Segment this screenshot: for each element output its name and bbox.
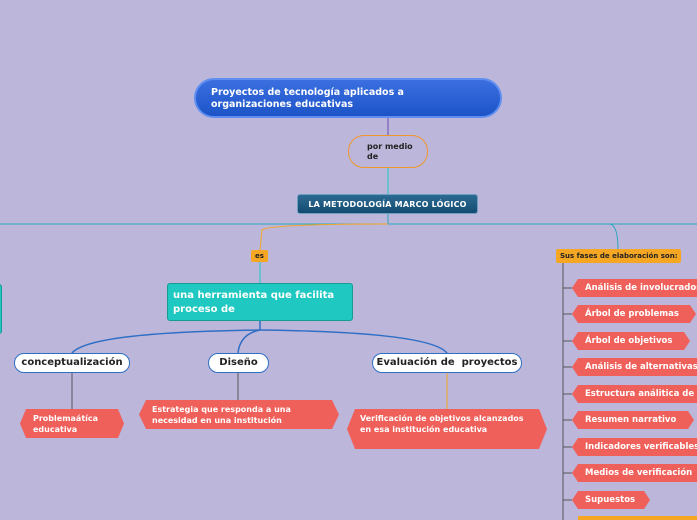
method-node[interactable]: LA METODOLOGÍA MARCO LÓGICO [297, 194, 478, 214]
process-diseno[interactable]: Diseño [208, 353, 269, 373]
phase-label: Árbol de objetivos [585, 336, 673, 346]
es-label: es [255, 252, 264, 260]
phase-label: Árbol de problemas [585, 309, 679, 319]
phase-shape [572, 491, 650, 509]
phase-shape [572, 305, 696, 323]
phases-header: Sus fases de elaboración son: [560, 252, 678, 260]
process-label: Evaluación de proyectos [376, 357, 518, 368]
phase-label: Resumen narrativo [585, 415, 677, 425]
phase-label: Análisis de involucrados [585, 283, 697, 293]
detail-label: Verificación de objetivos alcanzados en … [360, 414, 524, 434]
phase-shape [572, 411, 694, 429]
phase-shape [572, 464, 697, 482]
phase-8[interactable]: Supuestos [572, 491, 650, 509]
phase-shape [572, 438, 697, 456]
detail-estrategia[interactable]: Estrategia que responda a una necesidad … [139, 400, 339, 429]
phase-label: Estructura análitica de [585, 389, 695, 399]
process-label: Diseño [219, 357, 258, 368]
phase-2[interactable]: Árbol de objetivos [572, 332, 690, 350]
phase-0[interactable]: Análisis de involucrados [572, 279, 697, 297]
method-label: LA METODOLOGÍA MARCO LÓGICO [308, 200, 467, 209]
phase-7[interactable]: Medios de verificación [572, 464, 697, 482]
phase-shape [572, 332, 690, 350]
phase-partial [578, 516, 697, 520]
detail-label: Estrategia que responda a una necesidad … [152, 405, 291, 425]
phase-label: Análisis de alternativas [585, 362, 697, 372]
phase-6[interactable]: Indicadores verificables [572, 438, 697, 456]
phase-shape [572, 279, 697, 297]
phases-header-node[interactable]: Sus fases de elaboración son: [556, 249, 681, 263]
phase-label: Indicadores verificables [585, 442, 697, 452]
root-title: Proyectos de tecnología aplicados a orga… [211, 87, 404, 110]
phase-shape [572, 358, 697, 376]
process-conceptualizacion[interactable]: conceptualización [14, 353, 130, 373]
phase-label: Supuestos [585, 495, 636, 505]
detail-label: Problemaátíca educativa [33, 414, 99, 434]
definition-node[interactable]: una herramienta que facilita proceso de [167, 283, 353, 321]
root-topic[interactable]: Proyectos de tecnología aplicados a orga… [194, 78, 502, 118]
detail-verificacion[interactable]: Verificación de objetivos alcanzados en … [347, 409, 547, 449]
connector-label: por medio de [367, 142, 413, 161]
definition-label: una herramienta que facilita proceso de [173, 290, 335, 315]
detail-shape [20, 409, 124, 438]
phase-1[interactable]: Árbol de problemas [572, 305, 696, 323]
detail-shape [139, 400, 339, 429]
phase-label: Medios de verificación [585, 468, 693, 478]
detail-shape [347, 409, 547, 449]
es-label-node[interactable]: es [251, 250, 268, 262]
phase-4[interactable]: Estructura análitica de [572, 385, 697, 403]
offscreen-node[interactable] [0, 284, 2, 334]
connector-node[interactable]: por medio de [348, 135, 428, 168]
process-evaluacion[interactable]: Evaluación de proyectos [372, 353, 522, 373]
detail-problematica[interactable]: Problemaátíca educativa [20, 409, 124, 438]
phase-shape [572, 385, 697, 403]
phase-3[interactable]: Análisis de alternativas [572, 358, 697, 376]
phase-5[interactable]: Resumen narrativo [572, 411, 694, 429]
process-label: conceptualización [21, 357, 123, 368]
